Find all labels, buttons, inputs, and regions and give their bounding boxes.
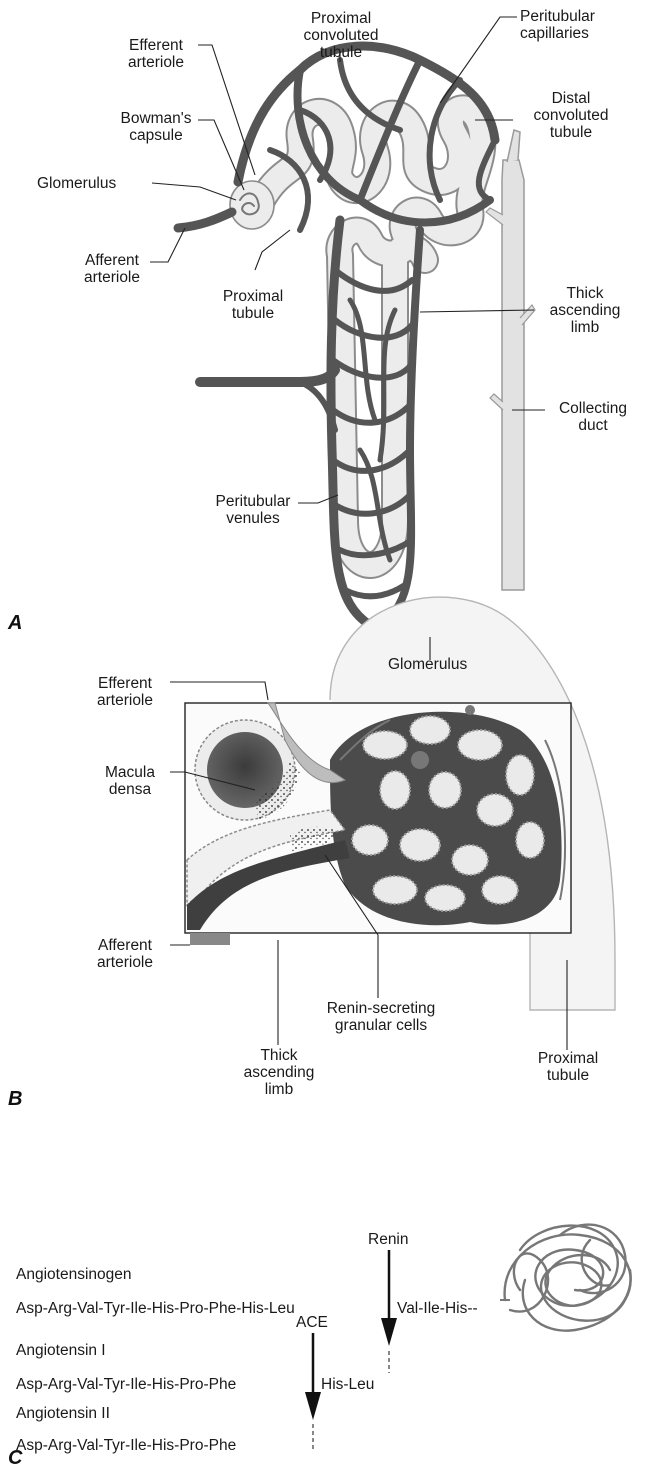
seq-angiotensin-i-left: Asp-Arg-Val-Tyr-Ile-His-Pro-Phe: [16, 1376, 236, 1394]
label-renin-secreting-cells: Renin-secreting granular cells: [316, 1000, 446, 1034]
seq-angiotensinogen-right: Val-Ile-His--: [397, 1300, 478, 1318]
label-angiotensin-i: Angiotensin I: [16, 1342, 106, 1360]
label-glomerulus-b: Glomerulus: [388, 656, 467, 673]
protein-tangle: [505, 1225, 631, 1331]
label-afferent-arteriole-a: Afferent arteriole: [70, 252, 154, 286]
seq-angiotensin-i-right: His-Leu: [321, 1376, 374, 1394]
label-efferent-arteriole-a: Efferent arteriole: [112, 37, 200, 71]
label-bowmans-capsule: Bowman's capsule: [112, 110, 200, 144]
label-glomerulus-a: Glomerulus: [37, 175, 116, 192]
panel-letter-c: C: [8, 1447, 22, 1470]
label-peritubular-venules: Peritubular venules: [203, 493, 303, 527]
panel-letter-b: B: [8, 1088, 22, 1111]
seq-angiotensinogen-left: Asp-Arg-Val-Tyr-Ile-His-Pro-Phe-His-Leu: [16, 1300, 295, 1318]
label-proximal-tubule-b: Proximal tubule: [525, 1050, 611, 1084]
label-afferent-arteriole-b: Afferent arteriole: [80, 937, 170, 971]
panel-letter-a: A: [8, 612, 22, 635]
label-distal-convoluted-tubule: Distal convoluted tubule: [516, 90, 626, 141]
label-ace: ACE: [296, 1314, 328, 1331]
panel-c-diagram: [305, 1225, 631, 1450]
label-thick-ascending-limb-b: Thick ascending limb: [236, 1047, 322, 1098]
label-macula-densa: Macula densa: [90, 764, 170, 798]
label-renin: Renin: [368, 1231, 409, 1248]
label-collecting-duct: Collecting duct: [548, 400, 638, 434]
label-efferent-arteriole-b: Efferent arteriole: [80, 675, 170, 709]
label-angiotensinogen: Angiotensinogen: [16, 1266, 132, 1284]
label-thick-ascending-limb-a: Thick ascending limb: [540, 285, 630, 336]
label-angiotensin-ii: Angiotensin II: [16, 1405, 110, 1423]
panel-a-diagram: [178, 46, 535, 625]
label-proximal-convoluted-tubule: Proximal convoluted tubule: [282, 10, 400, 61]
seq-angiotensin-ii: Asp-Arg-Val-Tyr-Ile-His-Pro-Phe: [16, 1437, 236, 1455]
label-proximal-tubule-a: Proximal tubule: [208, 288, 298, 322]
label-peritubular-capillaries: Peritubular capillaries: [520, 8, 640, 42]
